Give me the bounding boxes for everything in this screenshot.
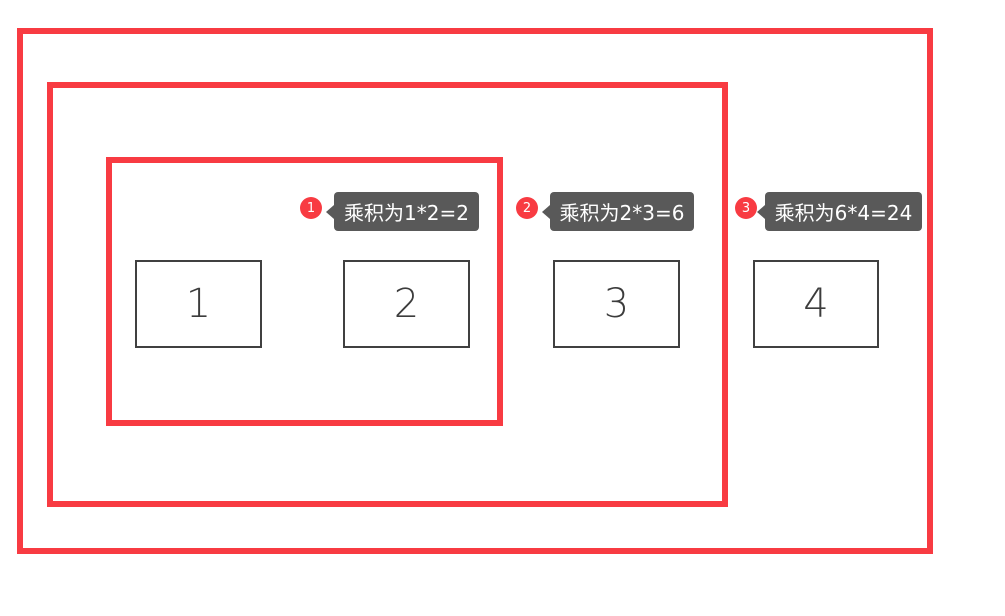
inner-loop-frame (106, 157, 503, 426)
step-badge-2-number: 2 (522, 200, 532, 216)
step-badge-1: 1 (300, 197, 322, 219)
array-item-value-1: 1 (185, 281, 212, 327)
tooltip-arrow-left-icon (542, 204, 550, 219)
array-item-value-2: 2 (393, 281, 420, 327)
array-item-box-2: 2 (343, 260, 470, 348)
step-tooltip-2: 乘积为2*3=6 (542, 192, 694, 231)
array-item-box-1: 1 (135, 260, 262, 348)
tooltip-arrow-left-icon (326, 204, 334, 219)
step-tooltip-1: 乘积为1*2=2 (326, 192, 479, 231)
array-item-box-3: 3 (553, 260, 680, 348)
array-item-box-4: 4 (753, 260, 879, 348)
step-tooltip-3-text: 乘积为6*4=24 (774, 201, 913, 225)
step-tooltip-1-text: 乘积为1*2=2 (344, 201, 469, 225)
array-item-value-3: 3 (603, 281, 630, 327)
step-tooltip-3: 乘积为6*4=24 (757, 192, 922, 231)
step-badge-3-number: 3 (741, 200, 751, 216)
tooltip-arrow-left-icon (757, 204, 765, 219)
middle-loop-frame (47, 82, 728, 507)
step-tooltip-2-text: 乘积为2*3=6 (559, 201, 685, 225)
outer-loop-frame (17, 28, 933, 554)
step-badge-3: 3 (735, 197, 757, 219)
step-badge-2: 2 (516, 197, 538, 219)
step-badge-1-number: 1 (306, 200, 316, 216)
array-item-value-4: 4 (803, 281, 829, 327)
